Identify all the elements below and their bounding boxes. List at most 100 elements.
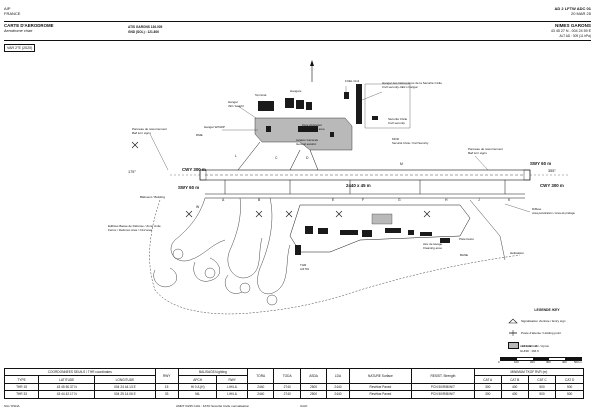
- alt-note: ALT NGF : 0: [520, 344, 537, 348]
- table-header: RWY: [216, 375, 248, 384]
- legend-title: LEGENDE /KEY: [534, 308, 560, 312]
- table-header: RWY: [154, 368, 179, 384]
- table-header: CAT B: [500, 375, 529, 384]
- label-qfu-right: 355°: [548, 169, 556, 173]
- leader-lines: [149, 86, 531, 213]
- apron-swatch: [508, 342, 519, 349]
- label-thr-bottom: THR: [300, 263, 307, 267]
- south-bldg-8: [295, 245, 301, 255]
- table-group-header: BALISAGE/Lighting: [177, 367, 249, 377]
- label-cwy-left: CWY 300 m: [182, 167, 206, 172]
- entry-sign-icon: [508, 318, 518, 324]
- holding-point-icons: [131, 141, 431, 218]
- taxiway-label: B: [258, 198, 261, 202]
- label-aviation-gen-en: General aviation: [296, 142, 317, 146]
- taxiway-label: J: [478, 198, 480, 202]
- table-header: ASDA: [299, 368, 328, 384]
- label-hangar-tail-en: Tall / Height: [228, 104, 244, 108]
- footer-left: SIA / DSNA: [4, 404, 20, 408]
- label-hangar-tail: Hangar: [228, 100, 238, 104]
- south-bldg-1: [305, 226, 313, 234]
- south-bldg-6: [408, 230, 414, 235]
- hangar-heli: [356, 84, 362, 124]
- south-bldg-9: [440, 238, 450, 243]
- label-cwy-right: CWY 300 m: [540, 183, 564, 188]
- taxiway-label: C: [275, 156, 278, 160]
- hangar-2: [296, 100, 304, 109]
- runway-dimensions: 2440 x 45 m: [346, 183, 371, 188]
- south-bldg-2: [318, 228, 328, 234]
- header-rule-bottom: [4, 40, 591, 41]
- aerodrome-altitude: ALT AD : 309 (11 hPa): [559, 34, 591, 38]
- table-caption: COORDONNEES SEUILS / THR coordinates: [4, 367, 156, 377]
- label-mod-sub: Sécurité Civile / Civil Security: [392, 141, 429, 145]
- dispersal-loops: [153, 197, 291, 306]
- label-panneau-left-en: Ball turn signs: [132, 131, 151, 135]
- label-securite-en: Civil security: [388, 121, 405, 125]
- label-terminal: Terminal: [255, 93, 267, 97]
- label-dme: DME: [196, 133, 203, 137]
- chart-ref: AD 2 LFTW ADC 01 20 MAR 25: [554, 6, 591, 16]
- table-header: TODA: [273, 368, 301, 384]
- footer-page: ICAO: [300, 404, 308, 408]
- table-header: CAT A: [473, 375, 502, 384]
- label-aire-lavage-en: Cleaning area: [423, 246, 442, 250]
- south-bldg-3: [340, 230, 358, 235]
- taxiway-label: M: [400, 162, 403, 166]
- south-bldg-5: [385, 228, 401, 233]
- taxiway-label: L: [235, 154, 237, 158]
- label-hangar-ngrp: Hangar W/GRP: [204, 125, 225, 129]
- table-header: CAT C: [527, 375, 557, 384]
- alt-note: GUND : 166 ft: [520, 349, 539, 353]
- magnetic-variation: VAR 2°E (2020): [4, 44, 36, 52]
- legend: LEGENDE /KEY Signalisation d'entrée / En…: [508, 308, 586, 349]
- security-bldg: [372, 116, 378, 120]
- legend-item: Poste d'attente / Holding point: [508, 330, 586, 336]
- label-heliport: Hélistation: [510, 251, 525, 255]
- south-apron-shade: [371, 213, 393, 225]
- label-aviation-gen: Aviation Générale: [296, 138, 319, 142]
- maintenance-bldg: [298, 126, 318, 132]
- label-qfu-left: 175°: [128, 170, 136, 174]
- label-base: BASE: [460, 253, 469, 257]
- label-batiment: Bâtiment / Building: [140, 195, 166, 199]
- chart-title: CARTE D'AERODROME: [4, 23, 54, 28]
- terminal-building: [258, 101, 274, 111]
- south-apron-outline: [289, 204, 471, 253]
- fuel-depot: [344, 92, 349, 99]
- footer-amdt: AMDT 03/25 CHG : FATO Sécurité Civile no…: [176, 404, 250, 408]
- label-panneau-right: Panneau de retournement: [468, 147, 503, 151]
- table-header: LONGITUDE: [94, 375, 156, 384]
- runway-data-table: COORDONNEES SEUILS / THR coordinates RWY…: [3, 367, 585, 399]
- legend-item: Aire de trafic / Apron: [508, 342, 586, 349]
- runway: [170, 169, 570, 181]
- table-header: RESIST. Strength: [411, 368, 475, 384]
- label-panneau-left: Panneau de retournement: [132, 127, 167, 131]
- north-arrow-icon: [310, 60, 314, 82]
- chart-subtitle: Aerodrome chart: [4, 29, 33, 33]
- label-fuel: FUEL Civil: [345, 79, 360, 83]
- label-aire-lavage: Aire de lavage: [423, 242, 443, 246]
- taxiway-label: F: [362, 198, 365, 202]
- label-panneau-right-en: Ball turn signs: [468, 151, 487, 155]
- aerodrome-name: NIMES GARONS: [555, 23, 591, 28]
- aip-label: AIP FRANCE: [4, 6, 21, 16]
- table-header: NATURE Surface: [348, 368, 413, 384]
- aerodrome-coords: 43 45 27 N - 004 24 59 E: [550, 29, 591, 33]
- label-edifices-en: Fence / Defence Area / Civil area: [108, 228, 153, 232]
- legend-item: Signalisation d'entrée / Entry sign: [508, 318, 586, 324]
- header-rule: [4, 21, 591, 22]
- taxiway-label: E: [332, 198, 335, 202]
- table-group-header: MINIMUM TKOF RVR (m): [473, 367, 585, 377]
- table-header: LDA: [326, 368, 350, 384]
- hangar-1: [285, 98, 294, 108]
- label-hangars: Hangars: [290, 89, 302, 93]
- label-edifices: Edifices Basse de Défense / Zone civile: [108, 224, 161, 228]
- label-hangar-heli: Hangar des hélicoptères de la Sécurité C…: [382, 81, 442, 85]
- taxiway-label: G: [398, 198, 401, 202]
- label-diffuse-en: Area pénétration / Area de prêtage: [532, 211, 575, 215]
- label-securite: Sécurité Civile: [388, 117, 408, 121]
- south-bldg-7: [420, 232, 432, 236]
- table-header: TORA: [246, 368, 275, 384]
